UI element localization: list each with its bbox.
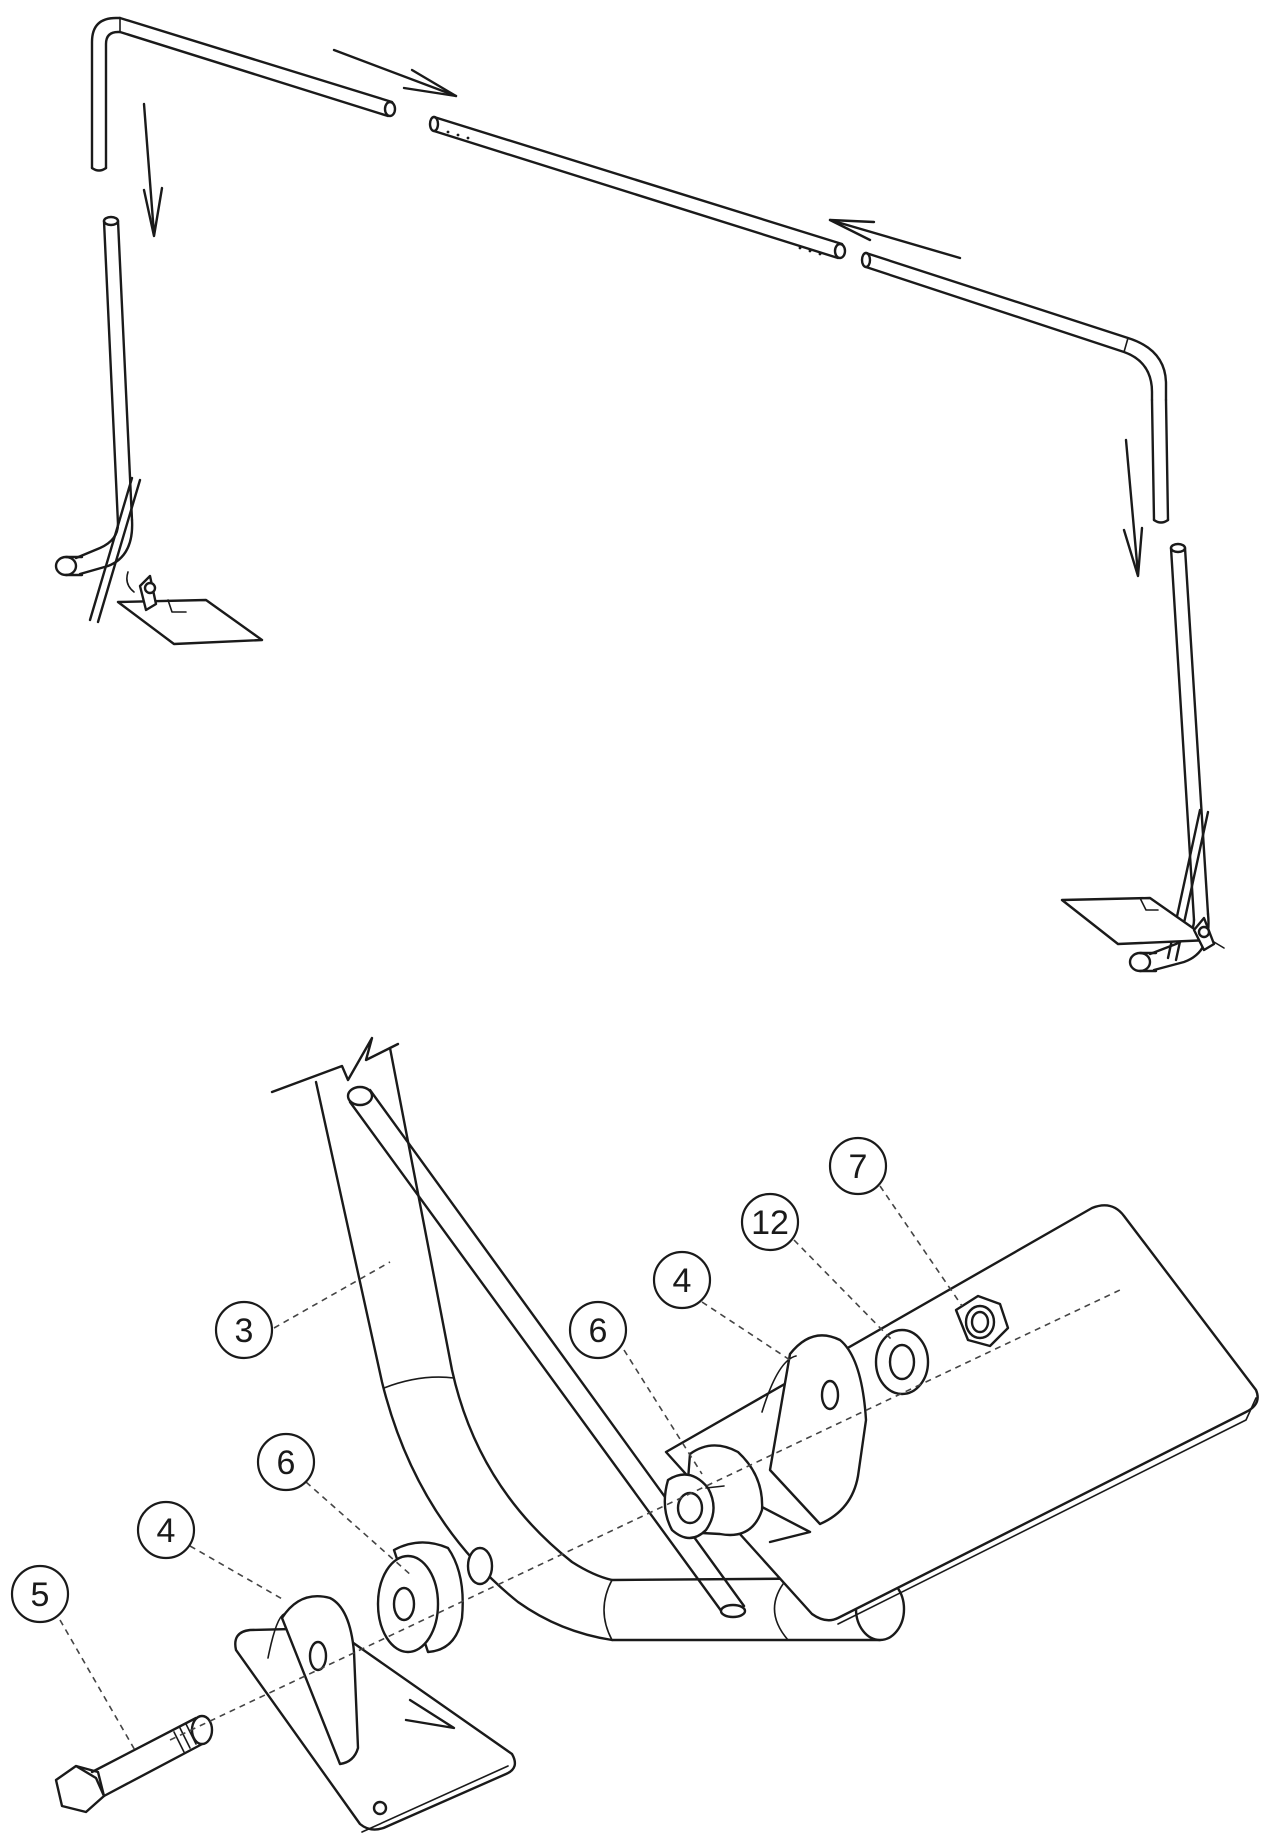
bushing-lower bbox=[376, 1541, 494, 1654]
left-hinge-plate bbox=[234, 1595, 517, 1833]
callout-6-upper: 6 bbox=[568, 1300, 628, 1360]
svg-text:5: 5 bbox=[31, 1576, 50, 1614]
callout-7: 7 bbox=[828, 1136, 888, 1196]
arrow-right-top-icon bbox=[332, 48, 458, 98]
callout-5: 5 bbox=[10, 1564, 70, 1624]
callout-4-lower: 4 bbox=[136, 1500, 196, 1560]
left-post-foot bbox=[54, 215, 264, 646]
right-elbow-tube bbox=[860, 251, 1170, 524]
arrow-down-right-icon bbox=[1122, 438, 1144, 578]
callout-4-upper: 4 bbox=[652, 1250, 712, 1310]
hex-bolt bbox=[54, 1714, 214, 1814]
right-post-foot bbox=[1060, 542, 1225, 973]
callout-6-lower: 6 bbox=[256, 1432, 316, 1492]
svg-text:4: 4 bbox=[673, 1262, 692, 1300]
left-elbow-tube bbox=[90, 16, 397, 172]
washer bbox=[874, 1328, 930, 1396]
svg-text:3: 3 bbox=[235, 1312, 254, 1350]
svg-text:4: 4 bbox=[157, 1512, 176, 1550]
svg-text:6: 6 bbox=[277, 1444, 296, 1482]
right-hinge-plate bbox=[664, 1204, 1259, 1625]
svg-text:7: 7 bbox=[849, 1148, 868, 1186]
callout-12: 12 bbox=[740, 1192, 800, 1252]
arrow-left-middle-icon bbox=[828, 218, 962, 260]
svg-text:6: 6 bbox=[589, 1312, 608, 1350]
exploded-detail-view: 3 4 4 5 6 6 7 12 bbox=[10, 1036, 1259, 1833]
svg-text:12: 12 bbox=[751, 1204, 789, 1242]
bushing-upper bbox=[663, 1444, 764, 1540]
leader-lines bbox=[59, 1185, 963, 1753]
middle-rail-tube bbox=[428, 115, 847, 260]
hex-nut bbox=[954, 1294, 1010, 1348]
frame-assembly-view bbox=[54, 16, 1225, 973]
arrow-down-left-icon bbox=[142, 102, 164, 238]
callout-3: 3 bbox=[214, 1300, 274, 1360]
break-line bbox=[270, 1036, 400, 1094]
